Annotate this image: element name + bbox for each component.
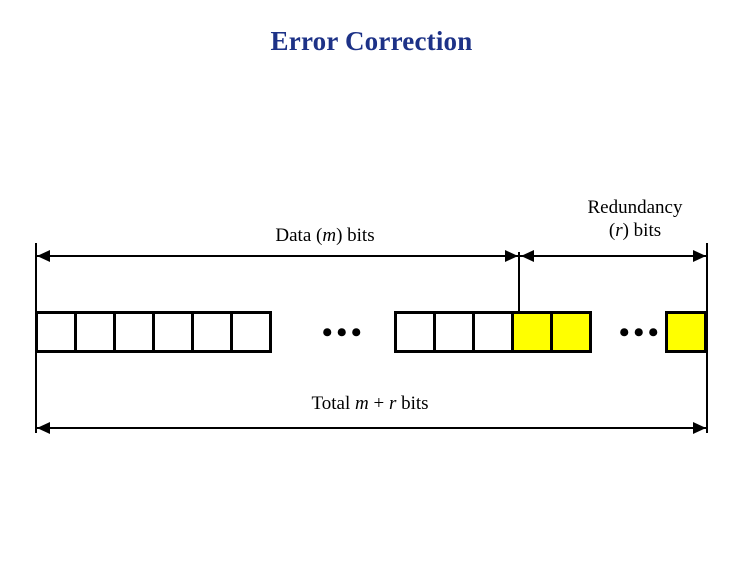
data-span-arrow-line [37,255,518,257]
total-italic-r: r [388,393,397,414]
total-span-arrowhead-right [693,422,706,434]
redundancy-label-line2: (r) bits [540,219,730,242]
total-suffix: bits [396,393,429,414]
total-plus: + [368,393,389,414]
bit-cell-group-redundancy-bits-right [665,311,707,353]
bit-cell [191,311,233,353]
bit-cell [433,311,475,353]
total-italic-m: m [354,393,369,414]
bit-cell [550,311,592,353]
ellipsis-data-bits: ••• [322,316,366,349]
bit-cell-group-data-and-redundancy-middle [394,311,592,353]
bit-cell-group-data-bits-left [35,311,272,353]
data-span-prefix: Data ( [275,225,323,246]
bit-cell [511,311,553,353]
bit-cell [665,311,707,353]
bit-cell [113,311,155,353]
bit-cell [35,311,77,353]
total-span-label: Total m + r bits [270,392,470,415]
bit-cell [230,311,272,353]
redundancy-span-arrow-line [520,255,706,257]
bit-cell [472,311,514,353]
bit-cell [152,311,194,353]
right-boundary-line [706,243,708,433]
data-span-arrowhead-right [505,250,518,262]
redundancy-span-arrowhead-left [521,250,534,262]
bit-cell [74,311,116,353]
total-span-arrow-line [37,427,706,429]
page-title: Error Correction [270,26,473,56]
middle-divider-line [518,252,520,314]
total-span-arrowhead-left [37,422,50,434]
ellipsis-redundancy-bits: ••• [619,316,663,349]
redundancy-suffix: ) bits [622,220,662,241]
data-span-label: Data (m) bits [190,224,460,247]
redundancy-italic-r: r [615,220,623,241]
redundancy-span-label: Redundancy (r) bits [540,196,730,242]
data-span-arrowhead-left [37,250,50,262]
bit-cell [394,311,436,353]
data-span-italic-m: m [322,225,337,246]
redundancy-label-line1: Redundancy [587,197,683,218]
redundancy-span-arrowhead-right [693,250,706,262]
total-prefix: Total [311,393,355,414]
redundancy-prefix: ( [608,220,616,241]
data-span-suffix: ) bits [336,225,375,246]
